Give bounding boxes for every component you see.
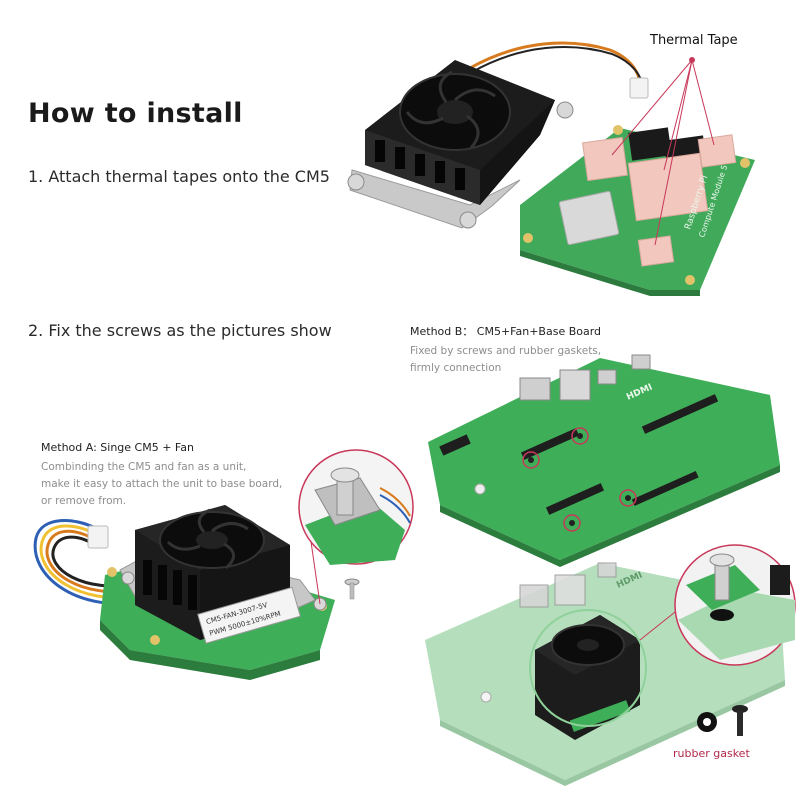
fan-connector-icon [87,525,109,549]
thermal-pad [697,134,737,168]
method-b-desc-line: Fixed by screws and rubber gaskets, [410,345,602,357]
thermal-tape-callout-lines [611,57,715,246]
screw-icon [121,571,135,585]
method-a-desc-line: or remove from. [41,495,127,507]
top-cm5-board: Raspberry Pi Compute Module 5 [520,125,755,296]
rubber-gasket-icon [697,712,717,732]
method-a-title: Method A: Singe CM5 + Fan [41,441,194,454]
top-fan-heatsink [347,41,649,229]
fan-connector-icon [629,77,649,99]
step-2-text: 2. Fix the screws as the pictures show [28,321,332,340]
method-b-description: Fixed by screws and rubber gaskets, firm… [410,343,601,377]
method-b-assembled-board: HDMI [425,544,796,786]
screw-icon [732,705,748,736]
method-b-base-board: HDMI [428,354,780,567]
method-a-desc-line: Combinding the CM5 and fan as a unit, [41,461,247,473]
screw-icon [556,101,574,119]
screw-icon [459,211,477,229]
screw-icon [347,173,365,191]
thermal-tape-label: Thermal Tape [650,33,738,48]
screw-icon [344,578,360,600]
thermal-pad [627,152,709,222]
page-title: How to install [28,98,243,129]
step-1-text: 1. Attach thermal tapes onto the CM5 [28,167,330,186]
thermal-pad [581,136,629,182]
fan-sticker [197,586,301,644]
method-a-assembly: CM5-FAN-3007-5V PWM 5000±10%RPM [33,449,414,680]
thermal-pad [637,235,675,267]
method-b-title: Method B： CM5+Fan+Base Board [410,325,602,338]
method-b-desc-line: firmly connection [410,362,502,374]
method-a-description: Combinding the CM5 and fan as a unit, ma… [41,459,282,510]
screw-hole-marker [522,427,637,532]
method-a-desc-line: make it easy to attach the unit to base … [41,478,283,490]
rubber-gasket-label: rubber gasket [673,747,750,760]
